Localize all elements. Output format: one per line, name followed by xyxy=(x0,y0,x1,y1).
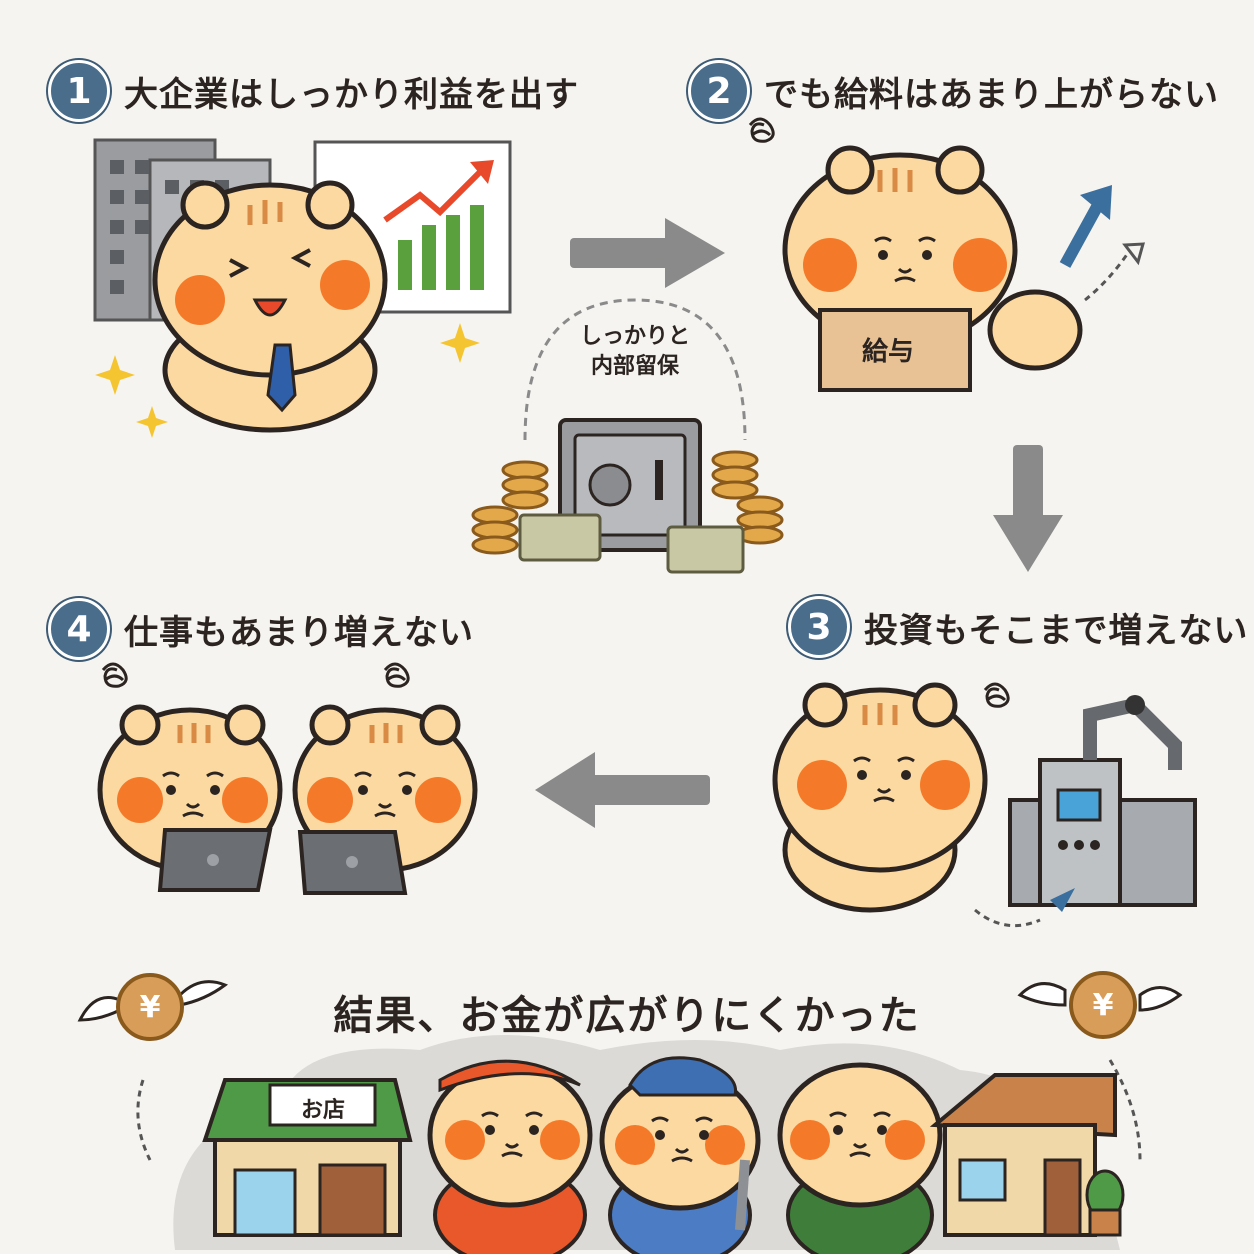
yen-coin-left-symbol: ¥ xyxy=(139,990,161,1025)
step-1-title: 大企業はしっかり利益を出す xyxy=(124,74,579,115)
dizzy-icon xyxy=(101,662,128,688)
arrow-down-icon xyxy=(993,445,1063,572)
farmer-squirrel xyxy=(777,1062,943,1254)
step-2-header: 2 でも給料はあまり上がらない xyxy=(688,60,1219,122)
house-icon xyxy=(929,1073,1125,1237)
step-2-title: でも給料はあまり上がらない xyxy=(764,74,1219,115)
laptop-squirrel-right xyxy=(292,704,478,895)
dizzy-icon xyxy=(748,117,775,143)
retained-earnings-label-line2: 内部留保 xyxy=(590,354,679,379)
dizzy-icon xyxy=(383,662,410,688)
retained-earnings-label: しっかりと 内部留保 xyxy=(560,322,710,382)
small-blue-arrow-icon xyxy=(1050,888,1075,912)
shop-icon xyxy=(202,1078,413,1237)
dashed-loop xyxy=(523,298,747,441)
dizzy-icon xyxy=(983,682,1010,708)
sparkle-icons xyxy=(95,323,480,438)
shop-sign-text: お店 xyxy=(300,1098,345,1123)
small-up-arrow-icon xyxy=(1059,185,1146,302)
coin-stacks-icon xyxy=(471,450,784,555)
step-1-badge: 1 xyxy=(48,60,110,122)
salary-sign-board xyxy=(818,308,972,392)
step-2-badge: 2 xyxy=(688,60,750,122)
cash-bundles-icon xyxy=(518,513,745,574)
salary-sign-text: 給与 xyxy=(861,337,914,367)
thinking-squirrel xyxy=(772,682,988,913)
arrow-right-icon xyxy=(570,218,725,288)
factory-robot-arm-icon xyxy=(1008,695,1197,907)
worried-squirrel xyxy=(782,145,1083,371)
result-title: 結果、お金が広がりにくかった xyxy=(333,993,921,1039)
yen-coin-right-symbol: ¥ xyxy=(1092,988,1114,1023)
dashed-arrow xyxy=(974,908,1041,928)
laptop-squirrel-left xyxy=(97,704,283,892)
step-1-header: 1 大企業はしっかり利益を出す xyxy=(48,60,579,122)
step-4-title: 仕事もあまり増えない xyxy=(124,612,474,653)
shop-clerk-squirrel xyxy=(427,1059,593,1254)
step-4-header: 4 仕事もあまり増えない xyxy=(48,598,474,660)
step-4-badge: 4 xyxy=(48,598,110,660)
step-3-title: 投資もそこまで増えない xyxy=(864,610,1249,651)
step-3-header: 3 投資もそこまで増えない xyxy=(788,596,1248,658)
step-3-badge: 3 xyxy=(788,596,850,658)
arrow-left-icon xyxy=(535,752,710,828)
mechanic-squirrel xyxy=(599,1056,761,1254)
flying-coin-right xyxy=(1017,971,1183,1161)
flying-coin-left xyxy=(77,973,229,1161)
happy-squirrel xyxy=(152,180,388,433)
retained-earnings-label-line1: しっかりと xyxy=(579,324,690,349)
